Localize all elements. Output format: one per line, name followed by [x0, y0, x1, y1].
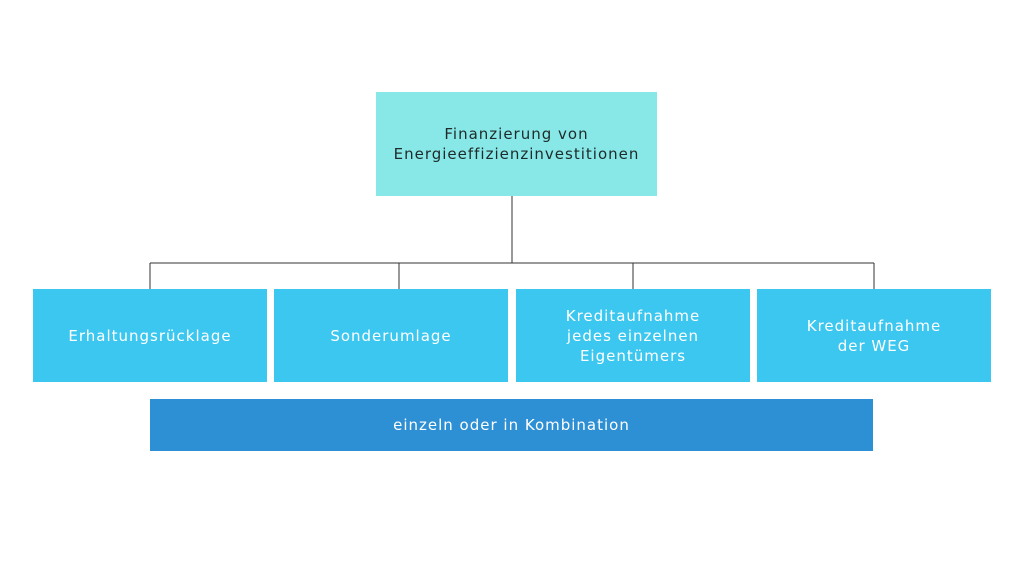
child-node-kreditaufnahme-weg: Kreditaufnahme der WEG [757, 289, 991, 382]
combination-bar: einzeln oder in Kombination [150, 399, 873, 451]
child-node-sonderumlage: Sonderumlage [274, 289, 508, 382]
child-node-erhaltungsruecklage: Erhaltungsrücklage [33, 289, 267, 382]
child-node-kreditaufnahme-eigentuemer: Kreditaufnahme jedes einzelnen Eigentüme… [516, 289, 750, 382]
root-node: Finanzierung von Energieeffizienzinvesti… [376, 92, 657, 196]
